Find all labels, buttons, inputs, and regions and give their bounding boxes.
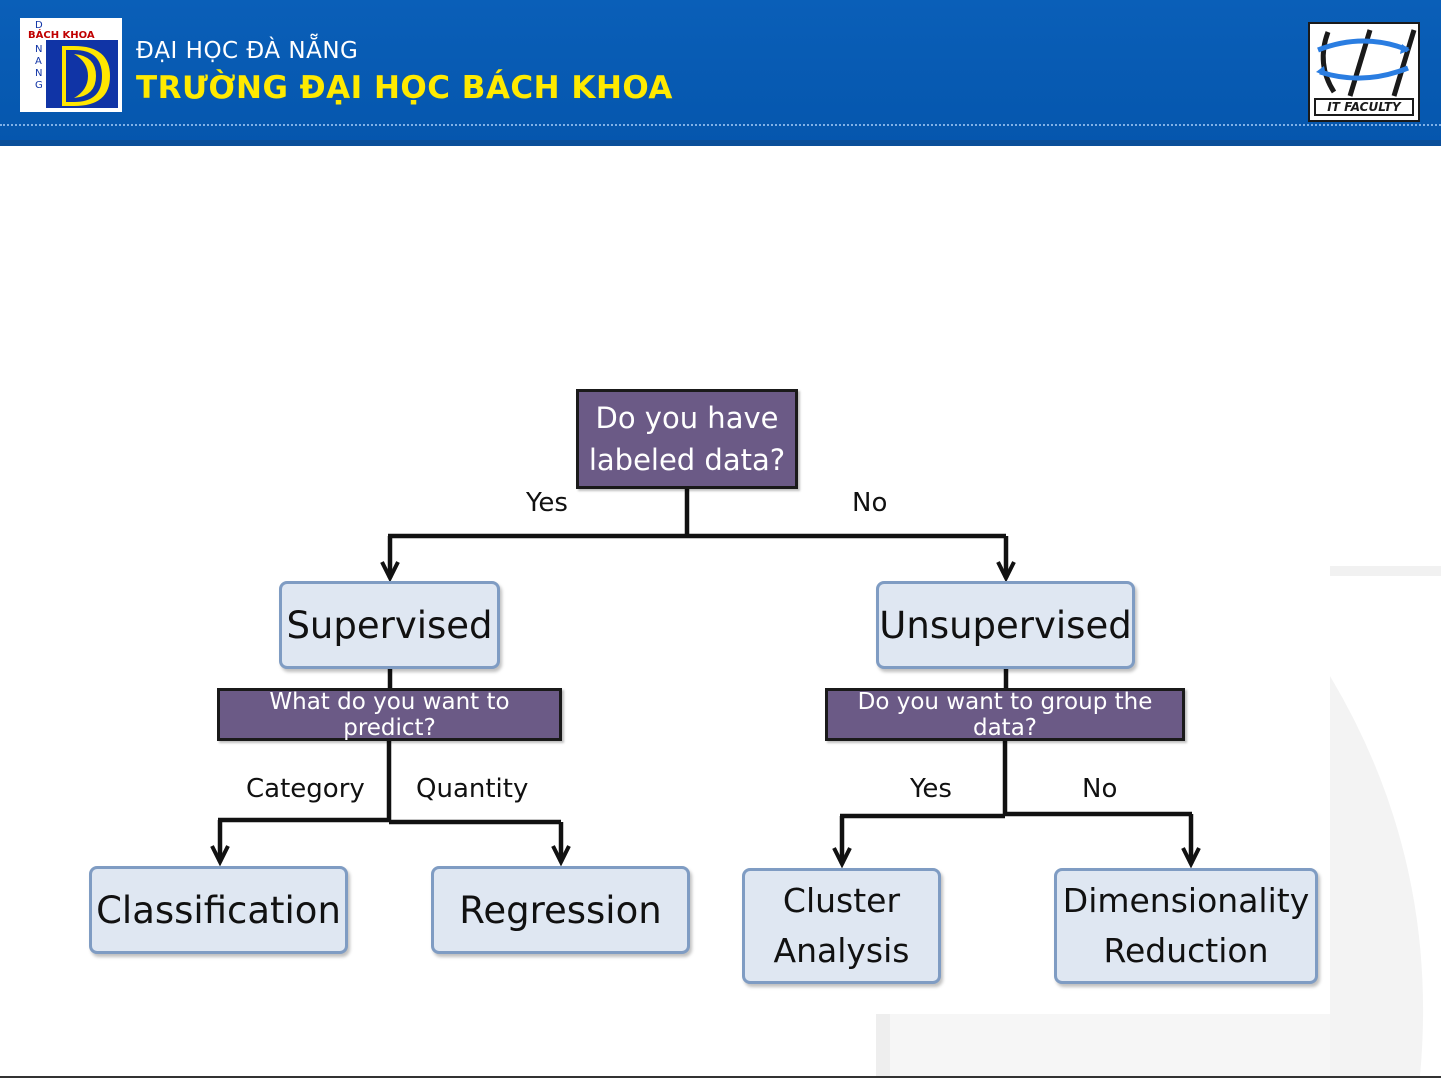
dimensionality-reduction-box: Dimensionality Reduction — [1054, 868, 1318, 984]
root-yes-label: Yes — [526, 488, 568, 518]
regression-box: Regression — [431, 866, 690, 954]
group-question-label: Do you want to group the data? — [828, 689, 1182, 741]
root-question-box: Do you have labeled data? — [576, 389, 798, 489]
quantity-label: Quantity — [416, 774, 528, 804]
dimred-label-line1: Dimensionality — [1063, 876, 1309, 926]
unsupervised-box: Unsupervised — [876, 581, 1135, 669]
supervised-box: Supervised — [279, 581, 500, 669]
cluster-label-line2: Analysis — [774, 926, 910, 976]
predict-question-box: What do you want to predict? — [217, 688, 562, 741]
predict-question-label: What do you want to predict? — [220, 689, 559, 741]
category-label: Category — [246, 774, 365, 804]
supervised-label: Supervised — [286, 604, 492, 647]
dimred-label-line2: Reduction — [1104, 926, 1269, 976]
unsupervised-label: Unsupervised — [879, 604, 1131, 647]
group-question-box: Do you want to group the data? — [825, 688, 1185, 741]
cluster-analysis-box: Cluster Analysis — [742, 868, 941, 984]
group-yes-label: Yes — [910, 774, 952, 804]
root-no-label: No — [852, 488, 887, 518]
slide-bottom-border — [0, 1076, 1441, 1078]
classification-box: Classification — [89, 866, 348, 954]
regression-label: Regression — [459, 889, 661, 932]
root-question-line2: labeled data? — [589, 439, 785, 481]
cluster-label-line1: Cluster — [783, 876, 900, 926]
root-question-line1: Do you have — [596, 397, 779, 439]
group-no-label: No — [1082, 774, 1117, 804]
classification-label: Classification — [96, 889, 341, 932]
